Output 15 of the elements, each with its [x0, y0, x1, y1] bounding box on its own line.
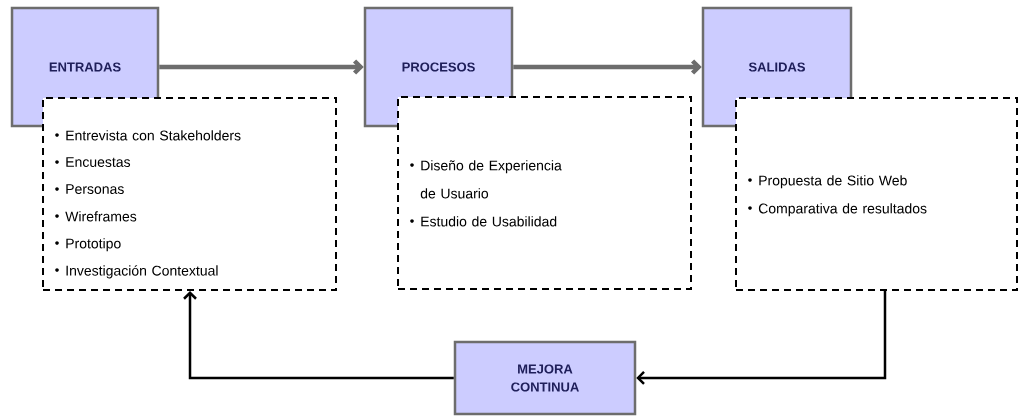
- bullet-item: Estudio de Usabilidad: [410, 216, 557, 227]
- bullet-item: Encuestas: [55, 157, 131, 167]
- arrow: [159, 59, 364, 75]
- arrow: [636, 291, 887, 385]
- arrow: [513, 59, 702, 75]
- bullet-item: Entrevista con Stakeholders: [55, 130, 241, 141]
- heading-box: MEJORA CONTINUA: [453, 340, 637, 416]
- bullet-item: Investigación Contextual: [55, 265, 218, 279]
- bullet-item: Personas: [55, 184, 124, 194]
- bullet-item: Prototipo: [55, 238, 121, 252]
- arrow: [183, 291, 454, 380]
- bullet-item: Propuesta de Sitio Web: [748, 175, 907, 189]
- bullet-item: Diseño de Experiencia de Usuario: [410, 160, 562, 199]
- bullet-item: Comparativa de resultados: [748, 203, 927, 217]
- bullet-item: Wireframes: [55, 211, 137, 222]
